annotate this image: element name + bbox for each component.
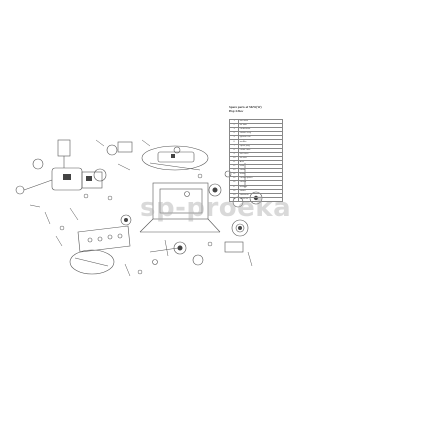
fuel-tank-drawing [141,145,209,171]
control-panel-drawing [69,225,131,275]
engine-block-drawing [15,139,133,195]
part-name-cell: wheel kit [238,196,283,202]
title-line-1: Spare parts of 5KW(W) [229,105,262,109]
title-line-2: Hsp 4.5kw [229,109,244,113]
frame-drawing [139,182,221,233]
wheel-kit-drawing [120,214,204,266]
small-parts-drawing [29,139,253,277]
watermark-text: sp-proeka [140,193,292,223]
diagram-title: Spare parts of 5KW(W) Hsp 4.5kw [229,105,289,113]
part-number-cell: 20 [228,196,240,202]
